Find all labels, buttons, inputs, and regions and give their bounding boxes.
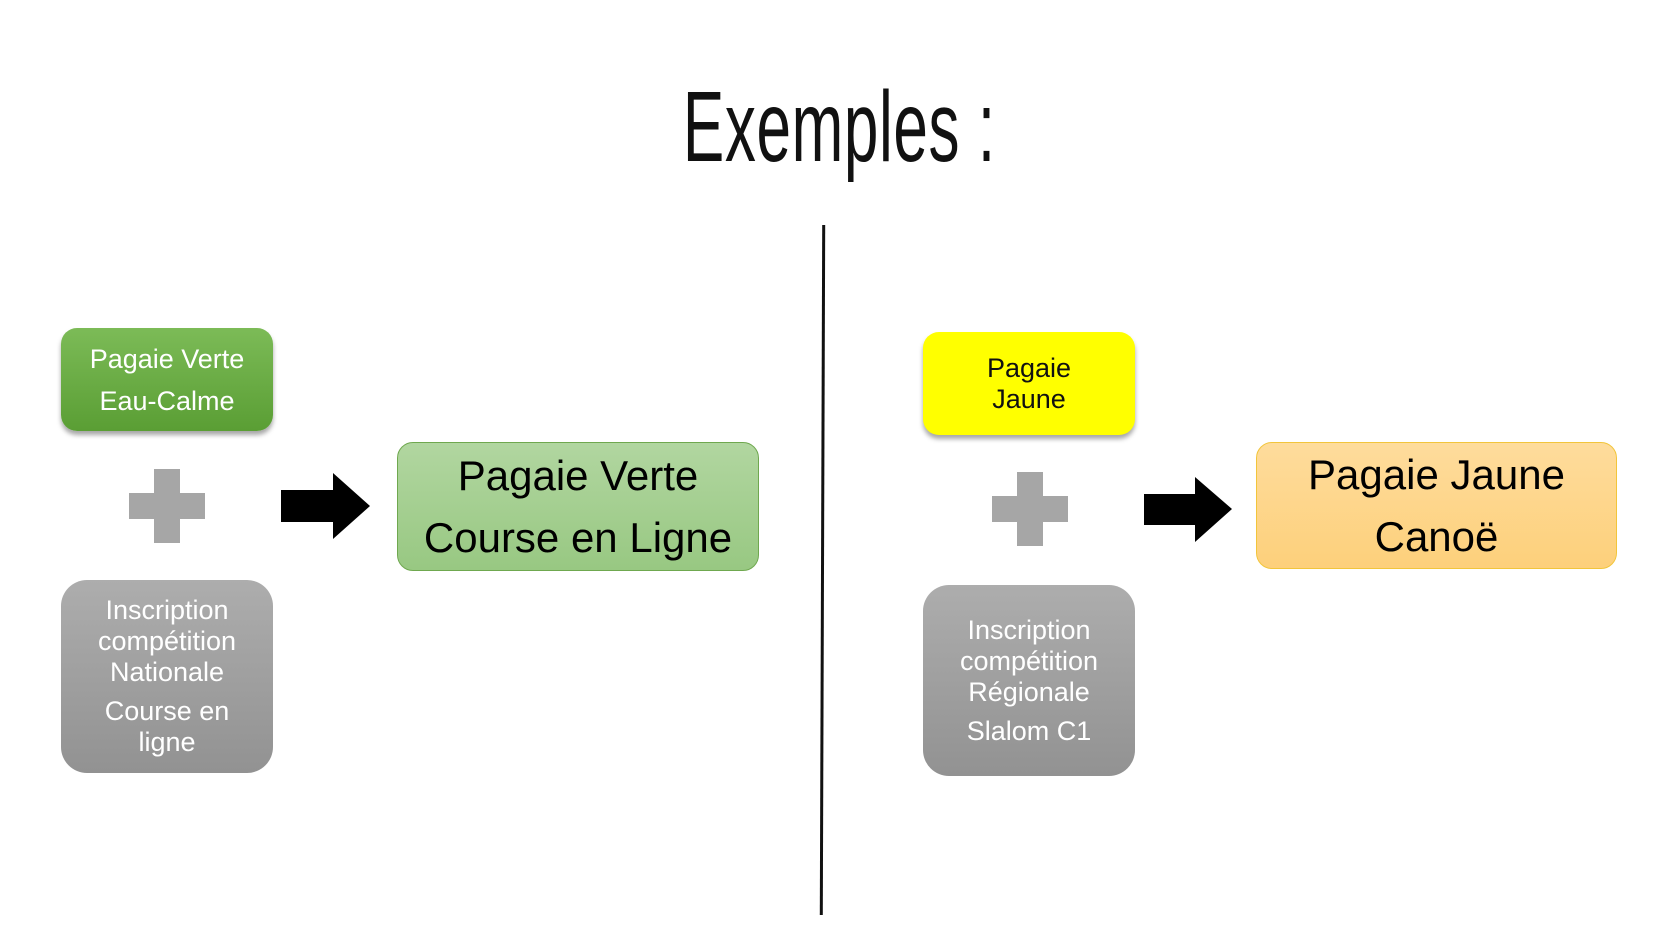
- registration-line: compétition: [97, 626, 237, 656]
- plus-icon: [129, 469, 205, 543]
- right-badge-box: Pagaie Jaune: [923, 332, 1135, 435]
- registration-line: Inscription: [105, 595, 229, 625]
- badge-line: Eau-Calme: [99, 385, 235, 416]
- registration-line: Nationale: [109, 657, 225, 687]
- registration-line: Slalom C1: [966, 715, 1092, 746]
- result-line: Pagaie Verte: [457, 451, 699, 499]
- registration-line: ligne: [138, 727, 196, 757]
- vertical-divider: [819, 224, 826, 916]
- badge-line: Pagaie Verte: [89, 343, 245, 374]
- registration-line: compétition: [959, 645, 1099, 676]
- left-registration-box: Inscription compétition Nationale Course…: [61, 580, 273, 773]
- result-line: Course en Ligne: [423, 513, 733, 561]
- result-line: Canoë: [1374, 512, 1499, 560]
- slide-title: Exemples :: [0, 70, 1678, 185]
- left-badge-box: Pagaie Verte Eau-Calme: [61, 328, 273, 431]
- right-result-box: Pagaie Jaune Canoë: [1256, 442, 1617, 569]
- plus-icon: [992, 472, 1068, 546]
- registration-line: Inscription: [967, 614, 1091, 645]
- title-text: Exemples :: [682, 71, 996, 183]
- result-line: Pagaie Jaune: [1308, 450, 1565, 498]
- registration-line: Course en: [104, 696, 230, 726]
- registration-line: Régionale: [968, 676, 1090, 707]
- arrow-right-icon: [1144, 477, 1232, 542]
- right-registration-box: Inscription compétition Régionale Slalom…: [923, 585, 1135, 776]
- arrow-right-icon: [281, 473, 370, 539]
- left-result-box: Pagaie Verte Course en Ligne: [397, 442, 759, 571]
- badge-line: Pagaie: [986, 352, 1072, 383]
- badge-line: Jaune: [992, 383, 1066, 414]
